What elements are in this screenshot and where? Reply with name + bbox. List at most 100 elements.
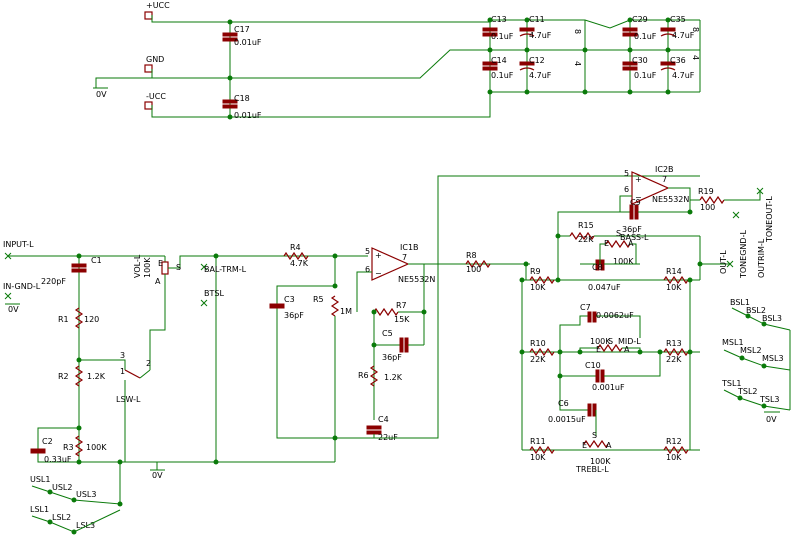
r2-value: 1.2K <box>87 372 106 381</box>
r2-body <box>74 365 84 387</box>
tone-out-label: TONEOUT-L <box>765 196 774 243</box>
jumpers: USL1 USL2 USL3 LSL1 LSL2 LSL3 BSL1 BSL2 … <box>30 298 791 535</box>
r8-name: R8 <box>466 251 477 260</box>
treble-pot-a: A <box>606 441 612 450</box>
tone-gnd-label: TONEGND-L <box>739 230 748 279</box>
r8-body <box>465 259 491 269</box>
lsl3-label: LSL3 <box>76 521 95 530</box>
svg-text:−: − <box>635 193 642 202</box>
c17-name: C17 <box>234 25 250 34</box>
btsl-label: BTSL <box>204 289 224 298</box>
r3-name: R3 <box>63 443 74 452</box>
r9-name: R9 <box>530 267 541 276</box>
treble-pot-body <box>583 439 609 449</box>
tone-stage: R8 100 R9 10K R14 10K R15 22K BASS-L 100… <box>465 165 774 474</box>
treble-pot-s: S <box>592 431 597 440</box>
vcc-pos-label: +UCC <box>146 1 170 10</box>
c10-name: C10 <box>585 361 601 370</box>
mid-pot-body <box>597 343 623 353</box>
c3-value: 36pF <box>284 311 304 320</box>
bass-pot-name: BASS-L <box>620 233 649 242</box>
bass-pot-s: S <box>616 229 621 238</box>
c17-value: 0.01uF <box>234 38 262 47</box>
svg-text:+: + <box>635 175 642 184</box>
gnd-0v-d: 0V <box>766 415 777 424</box>
c30-name: C30 <box>632 56 648 65</box>
ic2b-pin-5: 5 <box>624 169 629 178</box>
gnd-terminal <box>144 64 153 73</box>
r10-name: R10 <box>530 339 546 348</box>
r19-name: R19 <box>698 187 714 196</box>
ic2b-pin-7: 7 <box>662 175 667 184</box>
input-stage: INPUT-L IN-GND-L 0V C1 220pF R1 120 R2 1… <box>3 175 700 480</box>
usl1-label: USL1 <box>30 475 50 484</box>
vol-pot-a: A <box>155 277 161 286</box>
out-trim-label: OUTRIM-L <box>757 238 766 278</box>
r9-body <box>529 275 555 285</box>
r13-body <box>663 347 689 357</box>
mid-pot-value: 100K <box>590 337 611 346</box>
c14-name: C14 <box>491 56 507 65</box>
treble-pot-name: TREBL-L <box>575 465 609 474</box>
r15-name: R15 <box>578 221 594 230</box>
vcc-neg-terminal <box>144 101 153 110</box>
vcc-pos-terminal <box>144 11 153 20</box>
c30-value: 0.1uF <box>634 71 657 80</box>
c6-value: 0.0015uF <box>548 415 586 424</box>
lsw-switch-arm <box>124 369 141 379</box>
out-pin <box>726 260 734 268</box>
ic1b-pin-7: 7 <box>402 253 407 262</box>
ic1b-opamp <box>371 247 410 281</box>
vcc-neg-rail <box>151 92 491 118</box>
mid-pot-e: E <box>596 345 601 354</box>
c9-value: 36pF <box>622 225 642 234</box>
ic2b-opamp <box>631 171 670 205</box>
svg-text:−: − <box>375 269 382 278</box>
c8-name: C8 <box>592 263 603 272</box>
r11-body <box>529 445 555 455</box>
mid-pot-a: A <box>624 345 630 354</box>
bass-pot-e: E <box>604 239 609 248</box>
r2-name: R2 <box>58 372 69 381</box>
gnd-rail-top <box>151 49 700 79</box>
r11-value: 10K <box>530 453 546 462</box>
vcc-neg-label: -UCC <box>146 92 166 101</box>
c4-name: C4 <box>378 415 389 424</box>
c13-name: C13 <box>491 15 507 24</box>
r7-body <box>373 307 399 317</box>
r15-value: 22K <box>578 235 594 244</box>
pin-4-a: 4 <box>573 61 582 66</box>
gnd-label: GND <box>146 55 164 64</box>
lsw-pin-1: 1 <box>120 367 125 376</box>
r7-name: R7 <box>396 301 407 310</box>
lsw-name: LSW-L <box>116 395 141 404</box>
c10-value: 0.001uF <box>592 383 625 392</box>
r4-name: R4 <box>290 243 301 252</box>
usl2-label: USL2 <box>52 483 72 492</box>
msl2-label: MSL2 <box>740 346 762 355</box>
r12-value: 10K <box>666 453 682 462</box>
r13-value: 22K <box>666 355 682 364</box>
r11-name: R11 <box>530 437 546 446</box>
c2-value: 0.33uF <box>44 455 72 464</box>
r10-value: 22K <box>530 355 546 364</box>
lsl2-label: LSL2 <box>52 513 71 522</box>
r5-name: R5 <box>313 295 324 304</box>
mid-pot-name: MID-L <box>618 337 641 346</box>
c2-name: C2 <box>42 437 53 446</box>
pin-8-b: 8 <box>691 27 700 32</box>
r14-value: 10K <box>666 283 682 292</box>
r10-body <box>529 347 555 357</box>
r1-name: R1 <box>58 315 69 324</box>
tsl2-label: TSL2 <box>737 387 758 396</box>
r4-value: 4.7K <box>290 259 309 268</box>
lsl1-label: LSL1 <box>30 505 49 514</box>
ic2b-pin-6: 6 <box>624 185 629 194</box>
gnd-0v-lead <box>95 77 152 88</box>
c29-value: 0.1uF <box>634 32 657 41</box>
vol-pot-e: E <box>158 259 163 268</box>
bass-pot-value: 100K <box>613 257 634 266</box>
r19-body <box>699 195 725 205</box>
vcc-rail <box>151 15 491 23</box>
